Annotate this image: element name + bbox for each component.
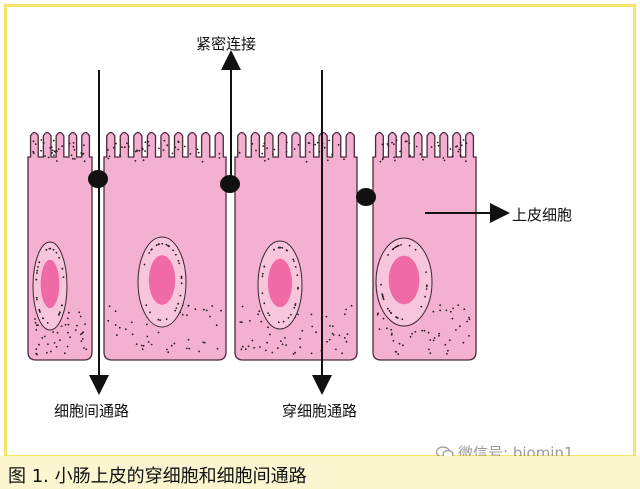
epithelial-cell [27, 131, 93, 361]
nucleus [40, 259, 60, 309]
epithelial-cell [103, 131, 227, 361]
transcellular-pathway-label: 穿细胞通路 [282, 402, 358, 420]
epithelial-cell-label: 上皮细胞 [512, 206, 573, 224]
nucleus [267, 258, 293, 308]
epithelial-cells [27, 131, 477, 361]
nucleus [148, 255, 176, 305]
paracellular-pathway-label: 细胞间通路 [54, 402, 130, 420]
caption-bar: 图 1. 小肠上皮的穿细胞和细胞间通路 [0, 456, 640, 489]
figure-caption: 图 1. 小肠上皮的穿细胞和细胞间通路 [8, 466, 307, 487]
tight-junction [356, 188, 376, 206]
tight-junction-label: 紧密连接 [196, 35, 257, 53]
nucleus [388, 255, 420, 305]
epithelial-cell [234, 131, 358, 361]
tight-junction [88, 170, 108, 188]
cell-body [234, 131, 358, 361]
epithelial-cell [372, 131, 477, 361]
tight-junction [220, 175, 240, 193]
